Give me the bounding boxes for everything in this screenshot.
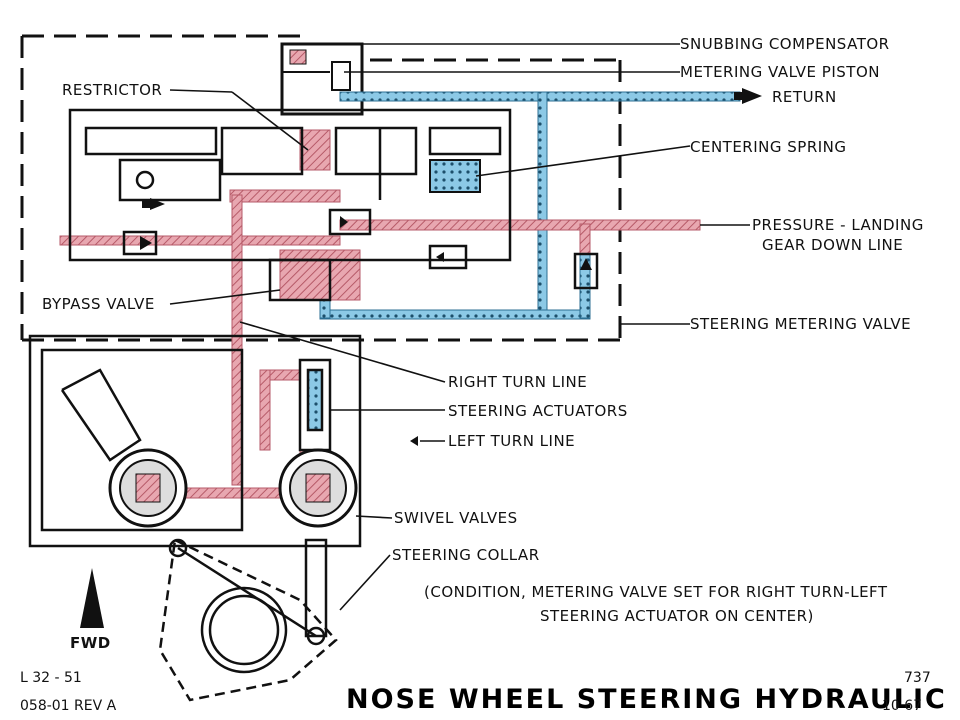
label-gear-down-line: GEAR DOWN LINE [762, 236, 903, 254]
label-fwd: FWD [70, 634, 111, 652]
label-condition-line-1: (CONDITION, METERING VALVE SET FOR RIGHT… [424, 583, 888, 601]
label-pressure-line: PRESSURE - LANDING [752, 216, 924, 234]
label-steering-metering-valve: STEERING METERING VALVE [690, 315, 911, 333]
snubbing-compensator [280, 42, 364, 116]
footer-code-2: 058-01 REV A [20, 698, 117, 714]
swivel-valve-right [278, 448, 358, 528]
actuator-assembly [28, 334, 362, 548]
label-snubbing-compensator: SNUBBING COMPENSATOR [680, 35, 890, 53]
label-steering-actuators: STEERING ACTUATORS [448, 402, 628, 420]
label-left-turn-line: LEFT TURN LINE [448, 432, 575, 450]
footer-model: 737 [904, 670, 931, 686]
return-arrow-icon [742, 88, 762, 104]
label-right-turn-line: RIGHT TURN LINE [448, 373, 587, 391]
footer-title: NOSE WHEEL STEERING HYDRAULIC SYSTEM [346, 684, 960, 715]
label-swivel-valves: SWIVEL VALVES [394, 509, 518, 527]
label-return: RETURN [772, 88, 837, 106]
swivel-valve-left [108, 448, 188, 528]
label-restrictor: RESTRICTOR [62, 81, 162, 99]
footer-code-1: L 32 - 51 [20, 670, 82, 686]
return-lines [319, 91, 741, 320]
leader-lines [169, 43, 750, 611]
label-steering-collar: STEERING COLLAR [392, 546, 540, 564]
metering-valve-boundary [20, 34, 622, 342]
label-centering-spring: CENTERING SPRING [690, 138, 847, 156]
label-condition-line-2: STEERING ACTUATOR ON CENTER) [540, 607, 814, 625]
steering-collar [158, 538, 338, 702]
flow-arrows [140, 198, 592, 446]
fwd-arrow-icon [80, 568, 104, 628]
label-bypass-valve: BYPASS VALVE [42, 295, 155, 313]
valve-body [68, 108, 599, 302]
label-metering-valve-piston: METERING VALVE PISTON [680, 63, 880, 81]
footer-date: 10 67 [882, 698, 922, 714]
